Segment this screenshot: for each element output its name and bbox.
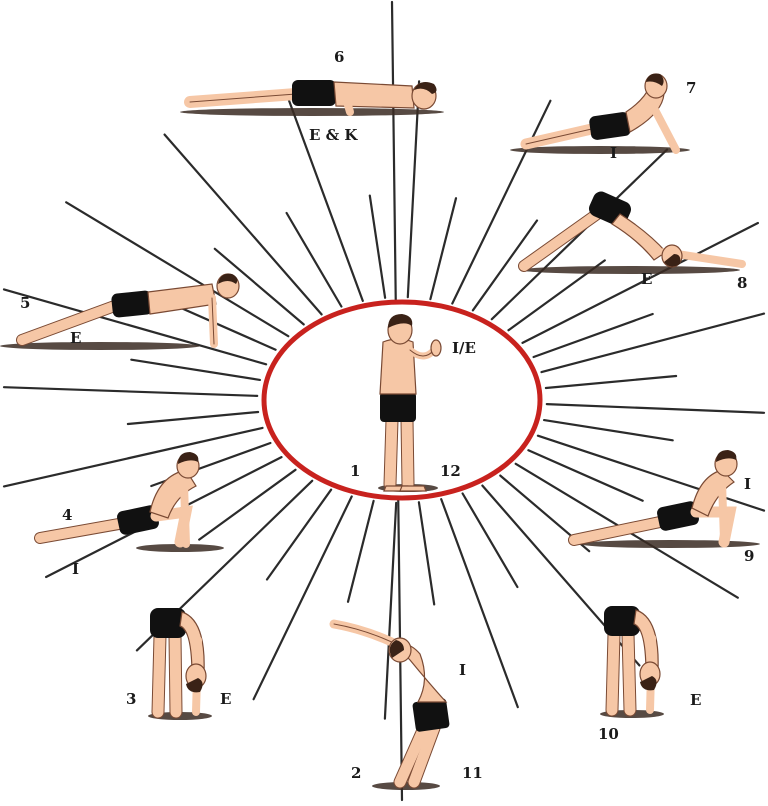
step-label-2: 2 [351,766,361,781]
ray-line [430,198,456,299]
ray-line [199,470,295,540]
ray-line [131,360,260,380]
ray-line [286,93,363,301]
step-label-3: 3 [126,692,136,707]
breath-label-3: E [220,692,231,707]
ray-line [452,101,550,304]
breath-label-9: I [744,477,751,492]
ray-line [544,420,673,440]
pose-6-prone-figure [180,80,444,116]
breath-label-5: E [70,331,81,346]
step-label-8: 8 [737,276,747,291]
ray-line [419,502,434,604]
pose-4-lunge-figure [40,452,224,552]
pose-3-forward-fold-figure [148,608,212,720]
ray-line [528,450,642,500]
breath-label-8: E [641,272,652,287]
breath-label-6: E & K [309,128,357,143]
step-label-6: 6 [334,50,344,65]
ray-line [128,412,258,424]
ray-line [267,490,331,580]
ray-line [254,497,352,700]
ray-line [4,428,263,487]
ray-line [348,501,374,602]
breath-label-2-11: I [459,663,466,678]
ray-line [546,376,676,388]
ray-line [385,503,396,719]
ray-line [441,499,518,707]
ray-line [547,404,764,413]
pose-10-forward-fold-figure [600,606,664,718]
pose-8-downward-dog-figure [520,189,742,274]
ray-line [287,213,342,307]
ray-line [463,494,518,588]
step-label-5: 5 [20,296,30,311]
breath-label-center: I/E [452,341,476,356]
breath-label-4: I [72,562,79,577]
ray-line [534,314,653,357]
ray-line [4,387,257,396]
step-label-9: 9 [744,549,754,564]
step-label-4: 4 [62,508,72,523]
breath-label-10: E [690,693,701,708]
ray-line [370,196,385,298]
pose-5-plank-figure [0,274,239,350]
step-label-10: 10 [598,727,619,742]
step-label-1: 1 [350,464,360,479]
pose-7-cobra-figure [510,74,690,154]
breath-label-7: I [610,146,617,161]
step-label-11: 11 [462,766,483,781]
step-label-7: 7 [686,81,696,96]
step-label-12: 12 [440,464,461,479]
